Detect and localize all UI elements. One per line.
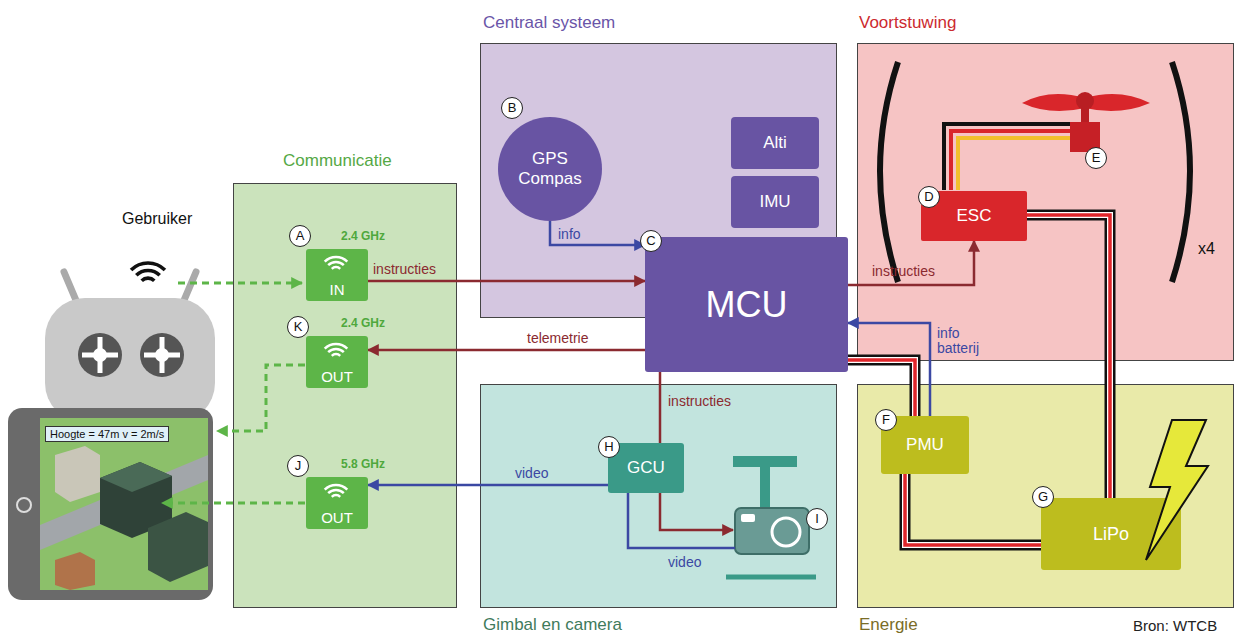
region-panel: GCUGimbal en camera <box>480 384 837 608</box>
frequency-label: 2.4 GHz <box>341 229 385 243</box>
connector-path <box>368 349 645 352</box>
component-box: IN <box>306 249 368 301</box>
connector-label: instructies <box>872 264 935 279</box>
signal-arrow <box>660 372 661 443</box>
wifi-icon <box>131 263 165 281</box>
connector-label: telemetrie <box>527 331 588 346</box>
sensor-circle: GPS Compas <box>498 117 602 221</box>
connector-path <box>368 280 645 283</box>
callout-letter: H <box>598 436 620 458</box>
node-label: PMU <box>906 435 944 455</box>
connector-label: instructies <box>668 394 731 409</box>
frequency-label: 2.4 GHz <box>341 316 385 330</box>
callout-letter: K <box>287 316 309 338</box>
region-heading: Communicatie <box>283 151 392 171</box>
signal-arrow <box>368 281 645 282</box>
component-box: IMU <box>731 176 819 228</box>
region-heading: Centraal systeem <box>483 13 615 33</box>
node-label: IN <box>330 281 345 298</box>
node-label: GPS Compas <box>510 149 590 189</box>
node-label: LiPo <box>1093 524 1129 545</box>
region-heading: Voortstuwing <box>859 13 956 33</box>
remote-controller <box>45 272 215 423</box>
region-heading: Energie <box>859 615 918 635</box>
text-label: x4 <box>1198 240 1215 258</box>
component-box: OUT <box>306 336 368 388</box>
node-label: Alti <box>763 133 787 153</box>
callout-letter: I <box>806 508 828 530</box>
callout-letter: J <box>287 455 309 477</box>
callout-letter: A <box>289 225 311 247</box>
connector-path <box>659 372 662 443</box>
signal-arrow <box>368 485 608 486</box>
component-box: OUT <box>306 477 368 529</box>
callout-letter: G <box>1032 486 1054 508</box>
callout-letter: B <box>501 97 523 119</box>
connector-label: info batterij <box>937 326 1001 356</box>
callout-letter: C <box>640 230 662 252</box>
frequency-label: 5.8 GHz <box>341 457 385 471</box>
node-label: OUT <box>321 509 353 526</box>
node-label: ESC <box>957 206 992 226</box>
connector-label: video <box>515 466 548 481</box>
connector-path <box>368 484 608 487</box>
node-label: OUT <box>321 368 353 385</box>
connector-label: instructies <box>373 262 436 277</box>
callout-letter: D <box>918 186 940 208</box>
region-panel: INOUTOUTCommunicatie <box>233 183 457 608</box>
signal-arrow <box>368 350 645 351</box>
component-box: Alti <box>731 117 819 169</box>
text-label: Hoogte = 47m v = 2m/s <box>45 426 169 442</box>
text-label: Gebruiker <box>122 210 192 228</box>
node-label: IMU <box>759 192 790 212</box>
component-box: MCU <box>645 237 848 372</box>
text-label: video <box>668 554 701 570</box>
node-label: GCU <box>627 458 665 478</box>
node-label: MCU <box>706 284 788 326</box>
connector-label: info <box>558 227 581 242</box>
component-box: LiPo <box>1041 498 1181 570</box>
callout-letter: E <box>1085 147 1107 169</box>
region-heading: Gimbal en camera <box>483 615 622 635</box>
callout-letter: F <box>875 409 897 431</box>
text-label: Bron: WTCB <box>1133 617 1217 634</box>
